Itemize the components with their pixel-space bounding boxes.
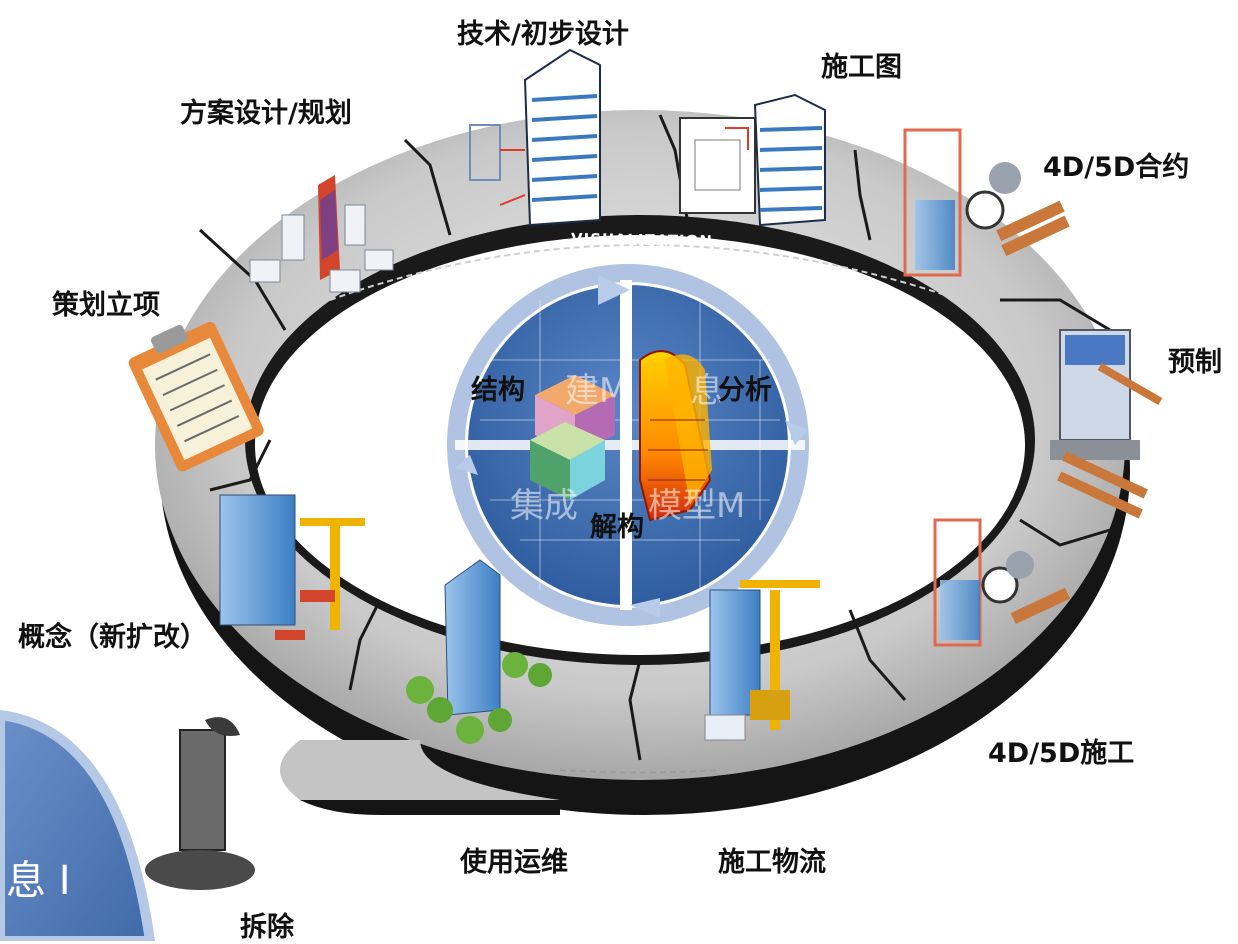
stage-label-concept: 概念（新扩改） — [18, 622, 207, 653]
crane-building-icon — [704, 580, 820, 741]
operation-building-icon — [406, 559, 552, 744]
ring-tail — [280, 740, 560, 800]
center-ghost-top-left: 建M — [565, 371, 629, 411]
stage-label-planning: 策划立项 — [52, 290, 160, 321]
concept-building-icon — [219, 494, 365, 640]
massing-model-icon — [249, 175, 394, 293]
stage-label-contract: 4D/5D合约 — [1043, 152, 1190, 183]
center-label-analysis: 分析 — [718, 375, 772, 406]
arrow-right — [785, 420, 808, 445]
clock-icon — [965, 190, 1005, 230]
analysis-building-icon — [639, 350, 712, 522]
center-ghost-top-right: 息 — [690, 371, 724, 411]
drawing-tower-icon — [679, 93, 826, 227]
stage-label-construction-drawing: 施工图 — [821, 52, 902, 83]
visualization-banner: VISUALIZATION — [570, 229, 714, 251]
arrow-top — [598, 275, 630, 305]
demolition-icon — [145, 717, 255, 890]
color-cube-icon — [530, 375, 615, 500]
clipboard-icon — [128, 321, 264, 472]
center-ghost-bottom-left: 集成 — [510, 486, 578, 526]
segment-dividers — [198, 114, 1111, 761]
contract-frame-icon — [903, 128, 1070, 277]
center-ghost-bottom-right: 模型M — [648, 486, 746, 526]
stage-label-prefab: 预制 — [1168, 347, 1222, 378]
center-divider-h — [455, 440, 805, 450]
dollar-icon — [989, 162, 1021, 194]
stage-label-operation: 使用运维 — [460, 847, 568, 878]
prefab-machine-icon — [1050, 329, 1163, 519]
design-tower-icon — [469, 48, 601, 227]
center-label-deconstruct: 解构 — [590, 512, 644, 543]
corner-fragment-text: 息 I — [6, 858, 71, 904]
stage-label-demolition: 拆除 — [240, 912, 294, 943]
corner-blue-arc — [0, 709, 156, 941]
arrow-bottom — [630, 598, 660, 618]
center-label-structure: 结构 — [471, 375, 525, 406]
stage-label-logistics: 施工物流 — [718, 847, 826, 878]
zigzag-band — [329, 244, 961, 301]
construction-frame-icon — [933, 518, 1071, 647]
stage-label-construction: 4D/5D施工 — [988, 738, 1135, 769]
arrow-left — [455, 455, 478, 475]
stage-label-scheme: 方案设计/规划 — [180, 98, 352, 129]
stage-label-technical: 技术/初步设计 — [457, 19, 629, 50]
